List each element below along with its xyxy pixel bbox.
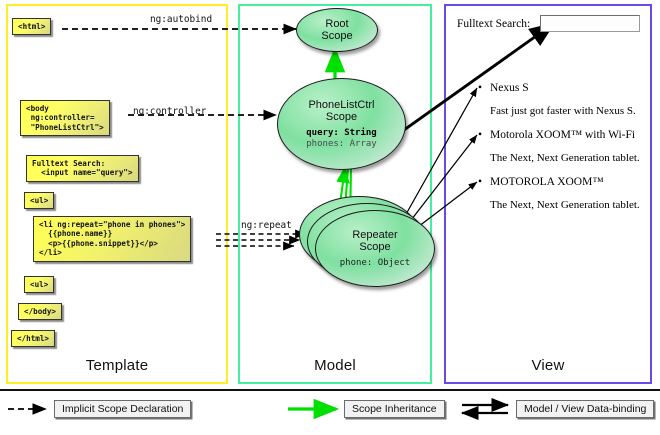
scope-phonelistctrl-title-1: PhoneListCtrl	[308, 98, 375, 111]
phone-name: MOTOROLA XOOM™	[490, 176, 604, 188]
panel-title-model: Model	[314, 357, 356, 374]
legend-arrow-layer	[8, 397, 510, 421]
prop-phone-key: phone	[339, 257, 367, 268]
edge-databinding-items	[404, 87, 478, 234]
prop-phone-type: Object	[377, 257, 411, 268]
scope-phonelistctrl: PhoneListCtrl Scope query: String phones…	[277, 78, 406, 170]
prop-query-type: String	[344, 127, 377, 138]
bullet-icon: •	[478, 176, 483, 188]
code-box-html-close: </html>	[11, 330, 56, 348]
scope-phonelistctrl-title-2: Scope	[325, 111, 358, 123]
legend-item-model-view-data-binding: Model / View Data-binding	[516, 400, 655, 418]
edge-label-ng-controller: ng:controller	[133, 106, 207, 117]
search-input[interactable]	[540, 15, 640, 32]
code-box-body-close: </body>	[18, 303, 63, 321]
legend-item-scope-inheritance: Scope Inheritance	[344, 400, 445, 418]
bullet-icon: •	[478, 82, 483, 94]
phone-snippet: The Next, Next Generation tablet.	[490, 199, 640, 211]
edge-databinding-query	[379, 22, 556, 152]
code-box-html-open: <html>	[12, 18, 52, 36]
list-item: • Motorola XOOM™ with Wi-Fi	[478, 129, 635, 141]
edge-ng-repeat	[216, 229, 307, 251]
code-box-search-form: Fulltext Search: <input name="query">	[26, 155, 139, 182]
scope-repeater-title-2: Scope	[359, 241, 391, 253]
prop-query-key: query	[306, 127, 334, 138]
scope-root-title-1: Root	[325, 17, 349, 30]
scope-repeater: Repeater Scope phone: Object	[315, 210, 435, 287]
legend-divider	[0, 389, 660, 391]
edge-label-ng-repeat: ng:repeat	[241, 220, 292, 231]
scope-repeater-props: phone: Object	[339, 257, 411, 268]
scope-root-title-2: Scope	[321, 30, 353, 42]
phone-snippet: The Next, Next Generation tablet.	[490, 152, 640, 164]
code-box-body-open: <body ng:controller= "PhoneListCtrl">	[20, 100, 110, 137]
code-box-li-repeat: <li ng:repeat="phone in phones"> {{phone…	[33, 216, 192, 262]
prop-phones-type: Array	[349, 138, 377, 149]
legend-item-implicit-scope-declaration: Implicit Scope Declaration	[54, 400, 192, 418]
code-box-ul-open: <ul>	[24, 192, 55, 210]
list-item: • Nexus S	[478, 82, 529, 94]
code-box-ul-close: <ul>	[24, 276, 55, 294]
scope-root: Root Scope	[296, 8, 378, 52]
bullet-icon: •	[478, 129, 483, 141]
phone-name: Nexus S	[490, 82, 529, 94]
panel-title-template: Template	[85, 357, 149, 374]
phone-snippet: Fast just got faster with Nexus S.	[490, 105, 636, 117]
phone-name: Motorola XOOM™ with Wi-Fi	[490, 129, 636, 141]
scope-phonelistctrl-props: query: String phones: Array	[306, 127, 377, 149]
scope-repeater-title-1: Repeater	[352, 228, 398, 241]
legend: Implicit Scope Declaration Scope Inherit…	[0, 392, 660, 435]
prop-phones-key: phones	[306, 138, 339, 149]
fulltext-search-label: Fulltext Search:	[457, 18, 531, 30]
list-item: • MOTOROLA XOOM™	[478, 176, 604, 188]
edge-label-ng-autobind: ng:autobind	[150, 14, 213, 25]
panel-title-view: View	[531, 357, 565, 374]
